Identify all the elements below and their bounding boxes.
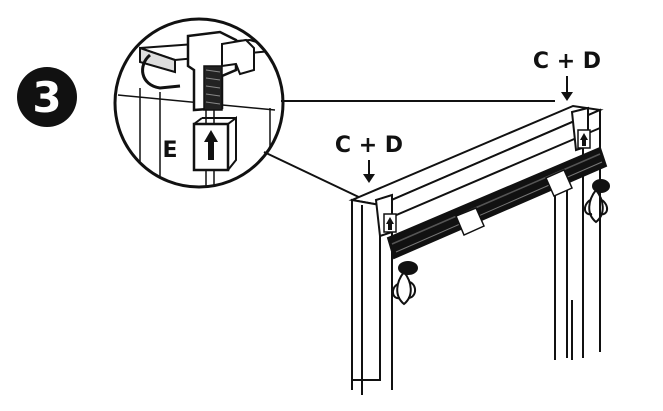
window-frame [348,104,604,395]
down-arrow-icon [561,76,573,101]
leader-line-bottom [263,151,366,201]
left-pull-cord [392,261,418,306]
step-number: 3 [32,73,61,122]
right-bracket-label: C + D [533,49,601,74]
down-arrow-icon [363,160,375,183]
right-pull-cord [584,179,610,224]
detail-circle [113,17,285,189]
right-bracket-callout: C + D [533,49,601,101]
step-badge: 3 [17,67,77,127]
left-bracket [374,193,397,238]
up-arrow-icon [204,130,218,160]
roller-blind [374,106,610,360]
left-bracket-label: C + D [335,133,403,158]
step-badge-circle [17,67,77,127]
right-bracket [570,106,591,152]
detail-zoom-content [117,30,283,187]
left-bracket-callout: C + D [335,133,403,183]
detail-callout: E [113,17,555,201]
detail-label-e: E [162,138,177,163]
